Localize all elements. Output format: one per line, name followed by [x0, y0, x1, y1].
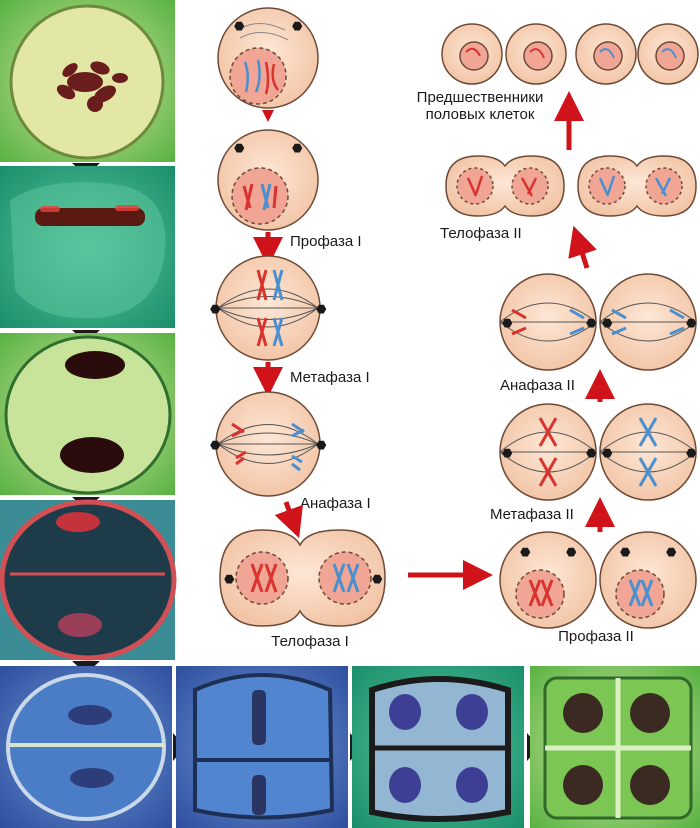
micrograph-prophase-2: [0, 666, 172, 828]
cell-prophase-2-left: ⬣ ⬣: [499, 531, 597, 629]
svg-text:⬣: ⬣: [586, 316, 597, 330]
svg-text:⬣: ⬣: [602, 446, 613, 460]
svg-text:⬣: ⬣: [210, 302, 221, 316]
label-telophase-1: Телофаза I: [271, 633, 349, 650]
label-precursors-line1: Предшественники: [417, 89, 544, 106]
svg-text:⬣: ⬣: [224, 572, 235, 586]
svg-text:⬣: ⬣: [686, 316, 697, 330]
svg-text:⬣: ⬣: [210, 438, 221, 452]
micrograph-early-prophase: [0, 0, 175, 162]
label-precursors-line2: половых клеток: [426, 106, 535, 123]
svg-text:⬣: ⬣: [666, 545, 677, 559]
cell-metaphase-1: ⬣ ⬣: [210, 255, 327, 361]
svg-text:⬣: ⬣: [620, 545, 631, 559]
gamete-cells: [441, 23, 699, 85]
micrograph-metaphase-1: [0, 166, 175, 328]
micrograph-telophase-1: [0, 499, 177, 661]
svg-text:⬣: ⬣: [234, 19, 245, 33]
cell-metaphase-2-right: ⬣ ⬣: [599, 403, 697, 501]
cell-prophase-1: ⬣ ⬣: [217, 129, 319, 231]
svg-text:⬣: ⬣: [234, 141, 245, 155]
label-telophase-2: Телофаза II: [440, 225, 522, 242]
svg-text:⬣: ⬣: [316, 438, 327, 452]
arrow-down-icon: [262, 110, 274, 122]
svg-text:⬣: ⬣: [586, 446, 597, 460]
label-metaphase-1: Метафаза I: [290, 369, 370, 386]
cell-telophase-2-right: [577, 155, 697, 217]
cell-telophase-1: ⬣ ⬣: [219, 529, 386, 627]
cell-anaphase-2-right: ⬣ ⬣: [599, 273, 697, 371]
svg-text:⬣: ⬣: [602, 316, 613, 330]
meiosis-1-column: ⬣ ⬣ ⬣ ⬣ Профаза I ⬣ ⬣: [210, 7, 386, 650]
micrograph-anaphase-1: [0, 333, 175, 495]
meiosis-2-column: ⬣ ⬣ ⬣ ⬣ Профаза II Метафаза II ⬣ ⬣ ⬣: [417, 23, 699, 645]
svg-text:⬣: ⬣: [372, 572, 383, 586]
label-prophase-1: Профаза I: [290, 233, 362, 250]
label-metaphase-2: Метафаза II: [490, 506, 574, 523]
label-anaphase-1: Анафаза I: [300, 495, 371, 512]
svg-text:⬣: ⬣: [566, 545, 577, 559]
label-anaphase-2: Анафаза II: [500, 377, 575, 394]
arrow-down-icon: [274, 501, 303, 539]
cell-anaphase-2-left: ⬣ ⬣: [499, 273, 597, 371]
svg-text:⬣: ⬣: [502, 316, 513, 330]
svg-text:⬣: ⬣: [520, 545, 531, 559]
cell-metaphase-2-left: ⬣ ⬣: [499, 403, 597, 501]
cell-interphase: ⬣ ⬣: [217, 7, 319, 109]
micrograph-telophase-2: [530, 666, 700, 828]
svg-text:⬣: ⬣: [292, 19, 303, 33]
arrow-up-icon: [568, 225, 597, 269]
cell-anaphase-1: ⬣ ⬣: [210, 391, 327, 497]
svg-text:⬣: ⬣: [502, 446, 513, 460]
svg-text:⬣: ⬣: [686, 446, 697, 460]
micrograph-metaphase-2: [176, 666, 348, 828]
svg-text:⬣: ⬣: [316, 302, 327, 316]
label-prophase-2: Профаза II: [558, 628, 634, 645]
cell-telophase-2-left: [445, 155, 565, 217]
svg-text:⬣: ⬣: [292, 141, 303, 155]
left-micrograph-column: [0, 0, 177, 674]
cell-prophase-2-right: ⬣ ⬣: [599, 531, 697, 629]
micrograph-anaphase-2: [352, 666, 524, 828]
bottom-micrograph-row: [0, 666, 700, 828]
